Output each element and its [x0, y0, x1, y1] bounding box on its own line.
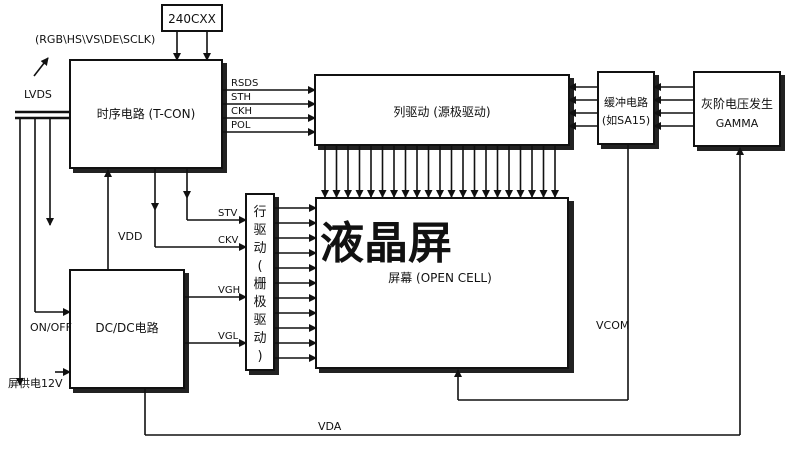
column-signal-label: STH: [231, 92, 251, 103]
column-signal-label: CKH: [231, 106, 252, 117]
row-driver-char: 驱: [253, 223, 266, 238]
vda-label: VDA: [318, 420, 342, 433]
dcdc-block: DC/DC电路: [69, 269, 189, 393]
row-signal-label: STV: [218, 208, 237, 219]
panel-block: 液晶屏 屏幕 (OPEN CELL): [315, 197, 574, 373]
vdd-label: VDD: [118, 230, 142, 243]
row-driver-char: (: [257, 259, 262, 274]
row-signal-label: VGH: [218, 285, 240, 296]
panel-title: 液晶屏: [320, 218, 452, 269]
row-driver-char: 驱: [253, 313, 266, 328]
buffer-block: 缓冲电路 (如SA15): [597, 71, 659, 149]
source-driver-label: 列驱动 (源极驱动): [393, 105, 490, 119]
source-to-panel-arrows: [321, 145, 559, 198]
row-driver-char: 极: [253, 295, 266, 310]
gamma-block: 灰阶电压发生 GAMMA: [693, 71, 785, 151]
row-driver-char: 行: [253, 205, 266, 220]
source-driver-block: 列驱动 (源极驱动): [314, 74, 574, 150]
lvds-label: LVDS: [24, 88, 52, 101]
vcom-label: VCOM: [596, 319, 629, 332]
gamma-line1: 灰阶电压发生: [701, 96, 773, 111]
dcdc-label: DC/DC电路: [95, 320, 158, 335]
row-signal-group: STV CKV VGH VGL: [154, 198, 247, 347]
row-signal-label: VGL: [218, 331, 239, 342]
panel-subtitle: 屏幕 (OPEN CELL): [388, 271, 492, 285]
tcon-block: 时序电路 (T-CON): [69, 59, 227, 173]
column-signal-label: RSDS: [231, 78, 258, 89]
row-driver-char: 动: [253, 331, 266, 346]
onoff-label: ON/OFF: [30, 321, 72, 334]
power-label: 屏供电12V: [8, 376, 63, 390]
row-driver-char: 动: [253, 241, 266, 256]
gamma-to-buffer-arrows: [653, 83, 694, 130]
column-signal-group: RSDS STH CKH POL: [222, 78, 316, 136]
column-signal-label: POL: [231, 120, 251, 131]
row-driver-char: ): [257, 349, 262, 364]
eeprom-label: 240CXX: [168, 12, 216, 26]
buffer-to-source-arrows: [568, 83, 598, 130]
tcon-label: 时序电路 (T-CON): [97, 106, 196, 121]
row-driver-char: 栅: [253, 277, 266, 292]
gamma-line2: GAMMA: [716, 117, 759, 130]
buffer-line1: 缓冲电路: [604, 95, 648, 109]
buffer-line2: (如SA15): [602, 113, 650, 127]
row-to-panel-arrows: [274, 204, 317, 362]
row-signal-label: CKV: [218, 235, 239, 246]
eeprom-block: 240CXX: [161, 4, 223, 32]
input-signals-label: (RGB\HS\VS\DE\SCLK): [35, 33, 155, 46]
